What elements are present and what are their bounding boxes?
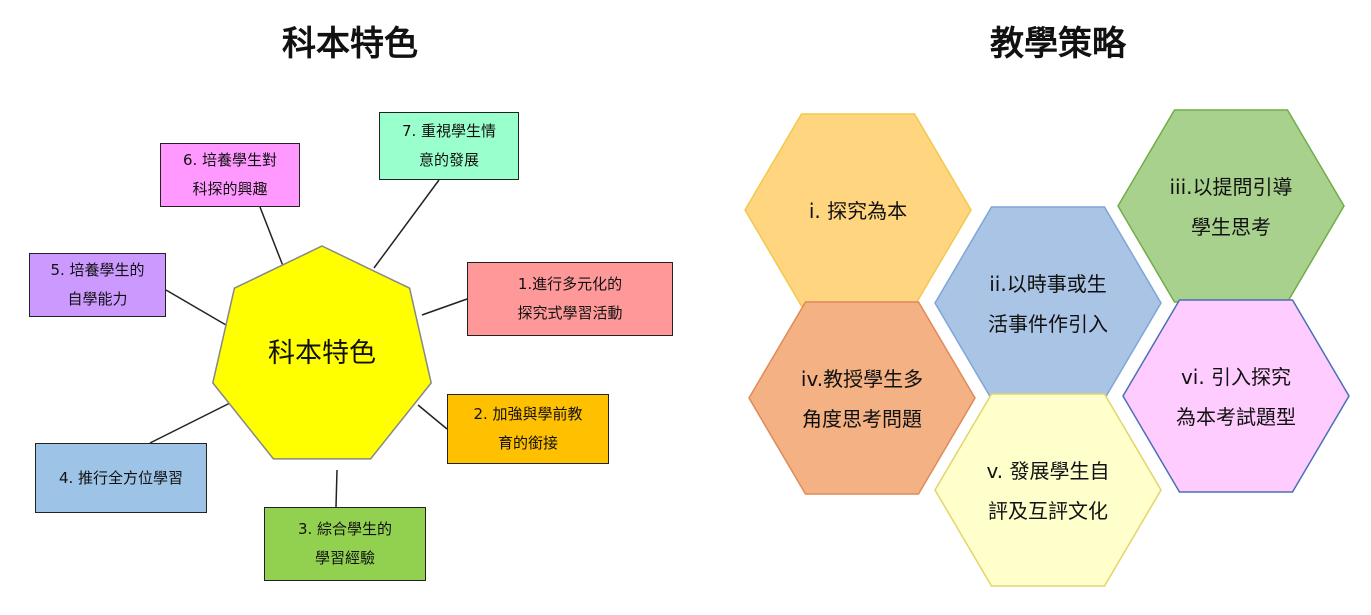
hexagon-text-line: iv.教授學生多 bbox=[801, 367, 923, 391]
feature-text-line: 4. 推行全方位學習 bbox=[58, 468, 184, 487]
feature-text-line: 意的發展 bbox=[418, 151, 479, 169]
feature-text: 2. 加強與學前教育的銜接 bbox=[473, 400, 582, 458]
strategy-hexagon-1: i. 探究為本 bbox=[744, 113, 972, 307]
connector-line-7 bbox=[373, 179, 440, 269]
feature-text-line: 科探的興趣 bbox=[192, 180, 268, 198]
connector-line-6 bbox=[259, 206, 284, 267]
center-heptagon bbox=[211, 245, 433, 460]
hexagon-text-line: vi. 引入探究 bbox=[1181, 365, 1291, 389]
hexagon-shape bbox=[934, 206, 1162, 400]
feature-text: 6. 培養學生對科探的興趣 bbox=[183, 146, 277, 204]
hexagon-shape bbox=[1122, 299, 1350, 493]
feature-text: 7. 重視學生情意的發展 bbox=[402, 117, 496, 175]
feature-box-2: 2. 加強與學前教育的銜接 bbox=[447, 394, 609, 464]
hexagon-shape bbox=[748, 301, 976, 495]
left-diagram-title: 科本特色 bbox=[282, 24, 418, 64]
feature-text-line: 3. 綜合學生的 bbox=[297, 520, 393, 538]
feature-text-line: 自學能力 bbox=[67, 290, 128, 308]
feature-text-line: 學習經驗 bbox=[314, 549, 375, 567]
hexagon-text-line: 角度思考問題 bbox=[802, 407, 922, 431]
feature-text-line: 育的銜接 bbox=[497, 434, 558, 452]
feature-text: 5. 培養學生的自學能力 bbox=[50, 256, 144, 314]
hexagon-text-line: 學生思考 bbox=[1191, 215, 1271, 239]
feature-text-line: 7. 重視學生情 bbox=[401, 122, 497, 140]
center-label: 科本特色 bbox=[268, 338, 376, 369]
hexagon-text-line: 評及互評文化 bbox=[988, 499, 1108, 523]
connector-line-3 bbox=[335, 469, 338, 508]
feature-text: 3. 綜合學生的學習經驗 bbox=[298, 515, 392, 573]
feature-text-line: 2. 加強與學前教 bbox=[473, 405, 583, 423]
feature-box-5: 5. 培養學生的自學能力 bbox=[29, 253, 166, 317]
hexagon-shape bbox=[744, 113, 972, 307]
feature-box-7: 7. 重視學生情意的發展 bbox=[379, 112, 519, 180]
connector-line-5 bbox=[165, 289, 227, 326]
right-diagram-title: 教學策略 bbox=[990, 24, 1126, 64]
hexagon-text-line: i. 探究為本 bbox=[809, 199, 907, 223]
connector-line-2 bbox=[417, 404, 448, 430]
hexagon-text-line: ii.以時事或生 bbox=[989, 272, 1106, 296]
feature-box-1: 1.進行多元化的探究式學習活動 bbox=[467, 262, 673, 336]
feature-text: 1.進行多元化的探究式學習活動 bbox=[517, 270, 622, 328]
feature-text-line: 5. 培養學生的 bbox=[50, 261, 145, 279]
connector-line-1 bbox=[421, 298, 468, 316]
feature-text: 4. 推行全方位學習 bbox=[59, 464, 183, 493]
hexagon-text-line: 活事件作引入 bbox=[988, 312, 1108, 336]
hexagon-text-line: 為本考試題型 bbox=[1176, 405, 1296, 429]
hexagon-shape bbox=[934, 393, 1162, 587]
hexagon-text-line: v. 發展學生自 bbox=[987, 459, 1110, 483]
feature-text-line: 1.進行多元化的 bbox=[517, 275, 623, 293]
hexagon-text-line: iii.以提問引導 bbox=[1169, 175, 1292, 199]
feature-text-line: 6. 培養學生對 bbox=[182, 151, 278, 169]
feature-text-line: 探究式學習活動 bbox=[517, 304, 623, 322]
center-heptagon-group: 科本特色 bbox=[211, 245, 433, 460]
feature-box-3: 3. 綜合學生的學習經驗 bbox=[264, 507, 426, 581]
feature-box-4: 4. 推行全方位學習 bbox=[35, 443, 207, 513]
feature-box-6: 6. 培養學生對科探的興趣 bbox=[160, 143, 300, 207]
hexagon-shape bbox=[1117, 109, 1345, 303]
